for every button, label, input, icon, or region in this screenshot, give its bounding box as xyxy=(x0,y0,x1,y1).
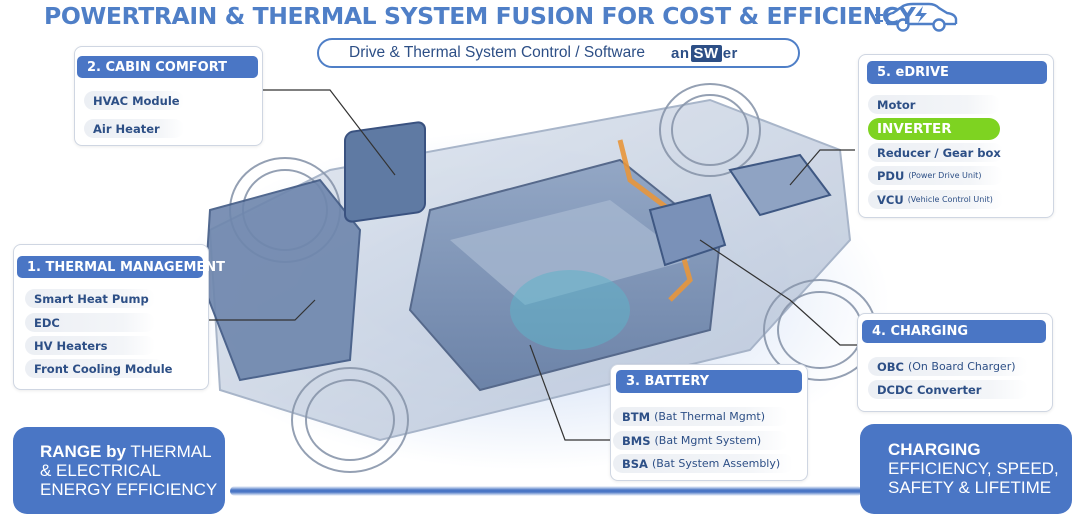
range-box-line3: ENERGY EFFICIENCY xyxy=(40,480,218,499)
energy-flow-line xyxy=(230,486,862,496)
edrive-unit xyxy=(728,153,832,217)
item-note: (Bat Mgmt System) xyxy=(654,434,762,447)
battery-header: 3. BATTERY xyxy=(616,370,802,393)
item-label: BSA xyxy=(622,456,648,471)
list-item: Smart Heat Pump xyxy=(25,289,155,308)
item-note: (Bat System Assembly) xyxy=(651,457,781,470)
hvac-module xyxy=(344,121,426,223)
item-label: PDU xyxy=(877,168,905,183)
range-box-bold: RANGE by xyxy=(40,442,126,461)
list-item: DCDC Converter xyxy=(868,380,1028,399)
brand-highlight: SW xyxy=(690,44,722,62)
list-item: BMS (Bat Mgmt System) xyxy=(613,431,788,450)
edrive-header: 5. eDRIVE xyxy=(867,61,1047,84)
item-note: (Vehicle Control Unit) xyxy=(907,195,993,204)
item-label: Motor xyxy=(877,97,916,112)
item-note: (Bat Thermal Mgmt) xyxy=(654,410,766,423)
page-title: POWERTRAIN & THERMAL SYSTEM FUSION FOR C… xyxy=(44,2,916,30)
thermal-management-header: 1. THERMAL MANAGEMENT xyxy=(17,256,225,278)
item-label: OBC xyxy=(877,359,904,374)
item-label: BTM xyxy=(622,409,651,424)
wheel-rear-left xyxy=(659,83,761,177)
inverter-highlight-item: INVERTER xyxy=(868,118,1000,140)
list-item: HVAC Module xyxy=(84,91,184,110)
list-item: EDC xyxy=(25,313,155,332)
charging-header: 4. CHARGING xyxy=(862,320,1046,343)
car-charging-icon xyxy=(875,2,958,32)
item-label: INVERTER xyxy=(877,121,952,137)
list-item: BSA (Bat System Assembly) xyxy=(613,454,793,473)
charging-box-line3: SAFETY & LIFETIME xyxy=(888,478,1052,497)
range-box: RANGE by THERMAL & ELECTRICAL ENERGY EFF… xyxy=(13,427,225,514)
subtitle-text: Drive & Thermal System Control / Softwar… xyxy=(349,44,646,61)
item-label: VCU xyxy=(877,192,904,207)
list-item: PDU (Power Drive Unit) xyxy=(868,166,1003,185)
item-label: BMS xyxy=(622,433,651,448)
brand-prefix: an xyxy=(671,44,690,62)
item-note: (Power Drive Unit) xyxy=(908,171,982,180)
brand-suffix: er xyxy=(722,44,738,62)
charging-box-bold: CHARGING xyxy=(888,440,981,459)
list-item: Reducer / Gear box xyxy=(868,143,1003,162)
subtitle-pill: Drive & Thermal System Control / Softwar… xyxy=(317,38,800,68)
list-item: BTM (Bat Thermal Mgmt) xyxy=(613,407,788,426)
list-item: OBC (On Board Charger) xyxy=(868,357,1028,376)
charging-box-line2: EFFICIENCY, SPEED, xyxy=(888,459,1059,478)
list-item: VCU (Vehicle Control Unit) xyxy=(868,190,1003,209)
charger-unit xyxy=(648,193,727,267)
list-item: Motor xyxy=(868,95,1000,114)
wheel-front-right xyxy=(291,367,409,473)
range-box-line1: THERMAL xyxy=(130,442,212,461)
charging-box: CHARGING EFFICIENCY, SPEED, SAFETY & LIF… xyxy=(860,424,1072,514)
list-item: Air Heater xyxy=(84,119,184,138)
item-label: Reducer / Gear box xyxy=(877,145,1001,160)
range-box-line2: & ELECTRICAL xyxy=(40,461,161,480)
item-label: DCDC Converter xyxy=(877,382,982,397)
item-note: (On Board Charger) xyxy=(907,360,1016,373)
list-item: Front Cooling Module xyxy=(25,359,172,378)
list-item: HV Heaters xyxy=(25,336,155,355)
cabin-comfort-header: 2. CABIN COMFORT xyxy=(77,56,258,78)
